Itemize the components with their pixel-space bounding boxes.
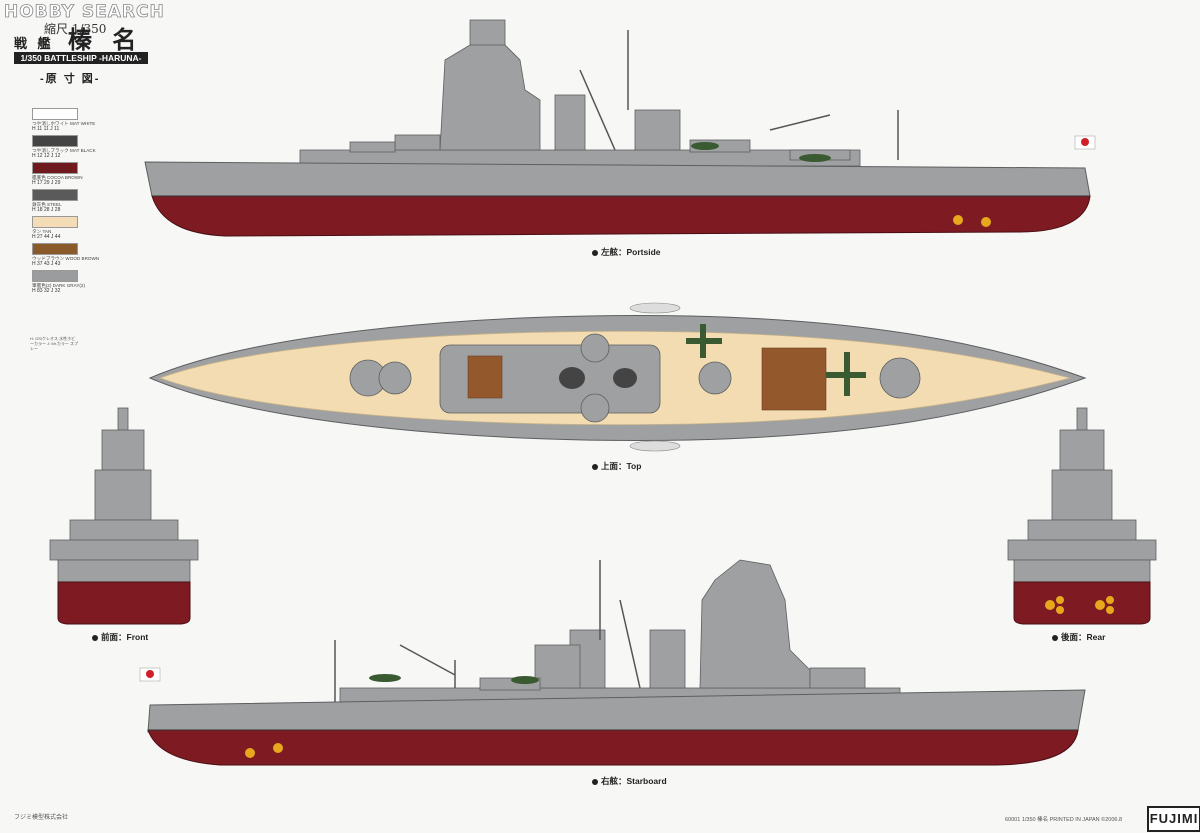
caption-top-text: 上面：Top [601, 461, 642, 471]
footer-publisher: フジミ模型株式会社 [14, 815, 69, 821]
legend-swatch [32, 216, 78, 228]
legend-name: ウッドブラウン WOOD BROWN [32, 256, 100, 261]
bullet-icon [592, 249, 598, 256]
legend-codes: H 12 12 J 12 [32, 153, 61, 159]
rear-hull [1013, 581, 1151, 625]
caption-top: 上面：Top [592, 460, 641, 472]
front-hull [57, 581, 191, 625]
propeller-icon [245, 743, 283, 758]
caption-front: 前面：Front [92, 631, 148, 643]
brand-logo: FUJIMI [1147, 806, 1200, 832]
seaplane-top [686, 324, 866, 396]
legend-name: 軍艦色(2) DARK GRAY(2) [32, 283, 86, 288]
legend-codes: H 11 11 J 11 [32, 126, 60, 132]
scale-label: 縮尺 1/350 [44, 22, 107, 36]
title-english: 1/350 BATTLESHIP -HARUNA- [14, 52, 148, 64]
starboard-superstructure [339, 559, 901, 705]
page-title: 戦 艦 榛 名 [14, 20, 142, 55]
rear-view [1007, 407, 1157, 625]
legend-name: タン TAN [32, 229, 52, 234]
caption-portside: 左舷：Portside [592, 246, 661, 258]
legend-swatch [32, 162, 78, 174]
legend-name: つや消しホワイト MAT WHITE [32, 121, 96, 126]
caption-starboard: 右舷：Starboard [592, 775, 667, 787]
legend-swatch [32, 270, 78, 282]
footer-print-info: 60001 1/350 榛名 PRINTED IN JAPAN ©2006.8 [1005, 817, 1123, 823]
portside-superstructure [299, 19, 861, 167]
bullet-icon [92, 634, 98, 641]
propeller-icon [1045, 596, 1114, 614]
caption-front-text: 前面：Front [101, 632, 149, 642]
propeller-icon [953, 215, 991, 227]
caption-rear-text: 後面：Rear [1061, 632, 1106, 642]
legend-swatch [32, 108, 78, 120]
top-funnels [559, 367, 637, 389]
legend-name: 鉄灰色 STEEL [32, 202, 62, 207]
bullet-icon [1052, 634, 1058, 641]
title-prefix: 戦 艦 [14, 37, 54, 52]
starboard-masts [334, 560, 641, 705]
starboard-lower-hull [147, 729, 1079, 766]
legend-swatch [32, 135, 78, 147]
watermark: HOBBY SEARCH [4, 2, 165, 23]
flag-sun-icon [146, 670, 154, 678]
legend-item: 軍艦色(2) DARK GRAY(2)H 83 32 J 32 [32, 270, 86, 294]
portside-upper-hull [144, 161, 1091, 197]
legend-codes: H 18 28 J 28 [32, 207, 61, 213]
legend-codes: H 27 44 J 44 [32, 234, 61, 240]
flag-sun-icon [1081, 138, 1089, 146]
bullet-icon [592, 463, 598, 470]
bullet-icon [592, 778, 598, 785]
legend-swatch [32, 189, 78, 201]
front-view [49, 407, 199, 625]
legend-name: つや消しブラック MAT BLACK [32, 148, 96, 153]
top-view [148, 302, 1087, 452]
seaplane-port [691, 142, 831, 162]
legend-codes: H 17 29 J 29 [32, 180, 61, 186]
caption-rear: 後面：Rear [1052, 631, 1105, 643]
legend-codes: H 37 43 J 43 [32, 261, 61, 267]
legend-note: H: GSIクレオス 水性ホビーカラー J: Mr.カラー スプレー [30, 336, 78, 351]
lifeboats [629, 302, 681, 452]
caption-starboard-text: 右舷：Starboard [601, 776, 667, 786]
legend-codes: H 83 32 J 32 [32, 288, 61, 294]
subtitle: -原 寸 図- [40, 73, 101, 85]
caption-portside-text: 左舷：Portside [601, 247, 661, 257]
portside-view [144, 19, 1096, 237]
legend-name: 艦底色 COCOA BROWN [32, 175, 83, 180]
portside-lower-hull [151, 195, 1091, 237]
portside-masts [579, 30, 899, 160]
seaplane-starboard [369, 674, 539, 684]
wood-deck-panels [467, 347, 827, 411]
starboard-view [139, 559, 1086, 766]
legend-swatch [32, 243, 78, 255]
title-name: 榛 名 [67, 25, 143, 54]
